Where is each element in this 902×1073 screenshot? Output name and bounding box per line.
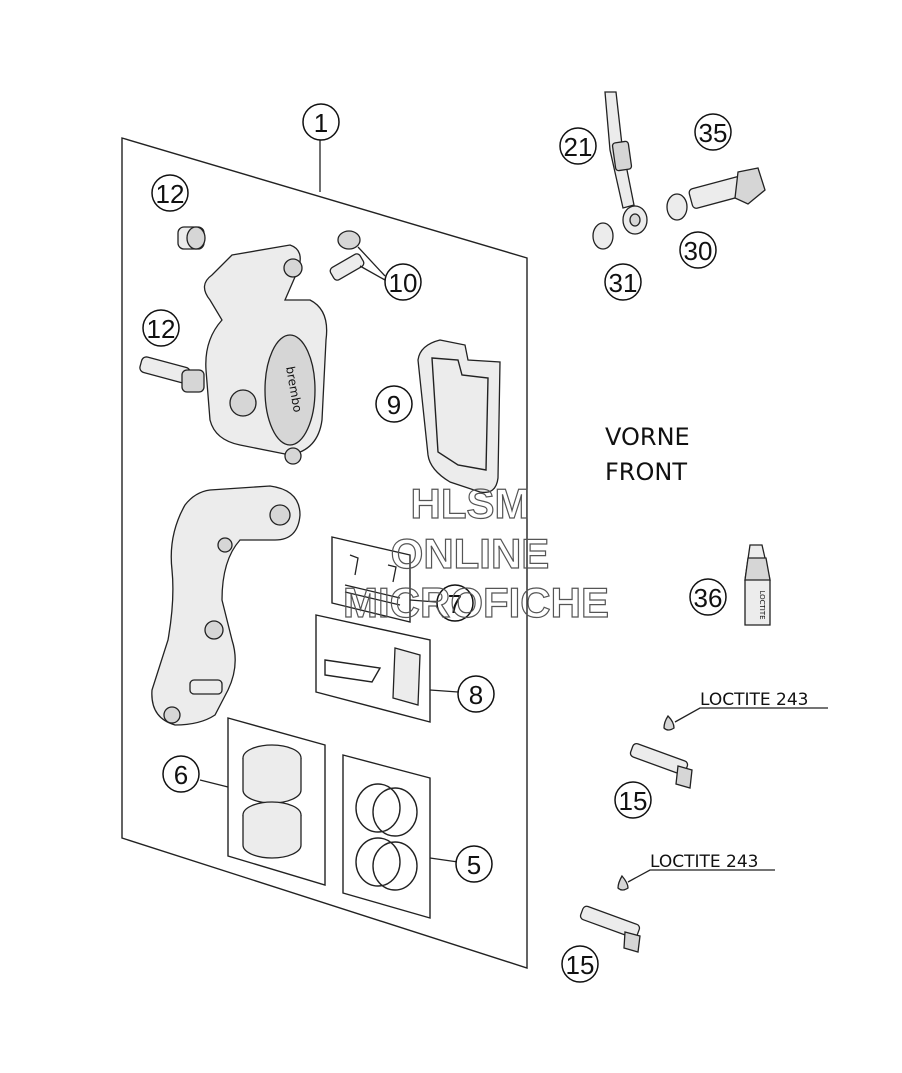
svg-text:1: 1 [314,108,328,138]
callout-15-bottom: 15 [561,945,599,983]
svg-text:15: 15 [619,786,648,816]
brake-caliper-part: brembo [203,244,328,465]
callout-9: 9 [375,385,413,423]
direction-label-front: FRONT [605,458,687,486]
screw-15b-part [579,869,775,953]
svg-text:36: 36 [694,583,723,613]
seal-kit-box-part [342,754,459,919]
pin-bolt-part [139,356,205,393]
kit-panel [121,137,528,969]
svg-text:30: 30 [684,236,713,266]
callout-10: 10 [384,263,422,301]
bleed-screw-part [329,230,386,281]
svg-text:HLSM: HLSM [411,480,530,527]
callout-7: 7 [436,584,474,622]
callout-31: 31 [604,263,642,301]
callout-6: 6 [162,755,200,793]
svg-text:35: 35 [699,118,728,148]
svg-text:31: 31 [609,268,638,298]
screw-15a-part [629,707,828,789]
svg-text:9: 9 [387,390,401,420]
loctite-tube-part: LOCTITE [744,544,771,626]
callout-35: 35 [694,113,732,151]
loctite-label-top: LOCTITE 243 [700,690,809,710]
tube-text: LOCTITE [758,590,766,619]
svg-text:7: 7 [448,589,462,619]
svg-text:8: 8 [469,680,483,710]
bleed-cap-part [177,226,206,250]
callout-12-bottom: 12 [142,309,180,347]
washer-31-part [592,222,614,250]
svg-text:5: 5 [467,850,481,880]
svg-text:MICROFICHE: MICROFICHE [343,579,609,626]
svg-text:10: 10 [389,268,418,298]
callout-21: 21 [559,127,597,165]
brake-line-part [604,91,648,235]
callout-30: 30 [679,231,717,269]
watermark: HLSM ONLINE MICROFICHE [342,479,609,626]
svg-text:ONLINE: ONLINE [391,530,550,577]
callout-1: 1 [302,103,340,141]
washer-30-part [666,193,688,221]
loctite-label-bottom: LOCTITE 243 [650,852,759,872]
caliper-bracket-part [151,485,301,726]
pin-kit-part [331,536,437,623]
callout-12-top: 12 [151,174,189,212]
svg-text:12: 12 [147,314,176,344]
svg-text:12: 12 [156,179,185,209]
svg-text:15: 15 [566,950,595,980]
spring-kit-part [315,614,459,723]
callout-36: 36 [689,578,727,616]
svg-text:21: 21 [564,132,593,162]
brake-pads-part [417,339,501,494]
svg-text:6: 6 [174,760,188,790]
callout-5: 5 [455,845,493,883]
direction-label-vorne: VORNE [605,423,690,451]
callout-8: 8 [457,675,495,713]
callout-15-top: 15 [614,781,652,819]
banjo-bolt-part [688,167,766,209]
pistons-box-part [199,717,326,886]
